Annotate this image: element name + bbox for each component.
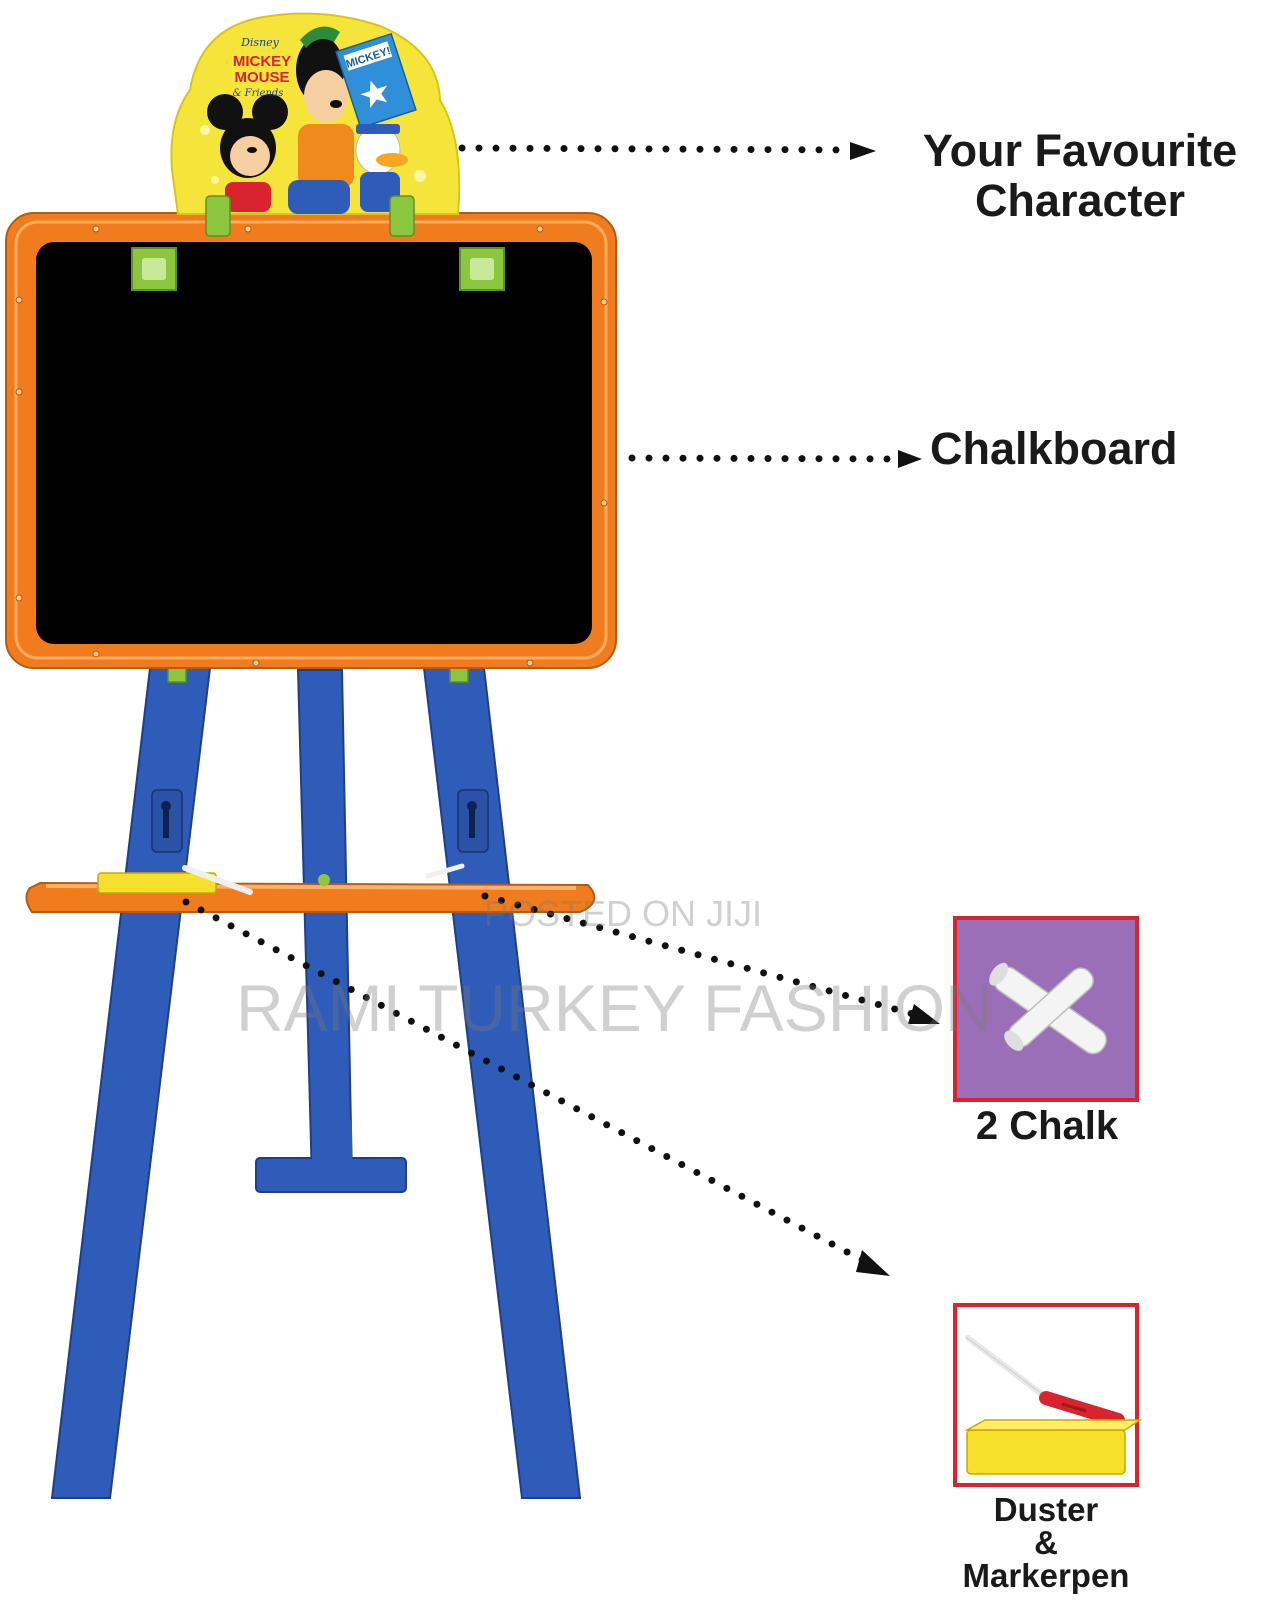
- easel-legs: [50, 655, 582, 1499]
- arrow-favourite-character: [458, 144, 856, 154]
- topper-title-line1: MICKEY: [233, 53, 291, 70]
- chalkboard-frame: [5, 212, 617, 669]
- arrow-chalkboard: [628, 454, 904, 463]
- topper-brand: Disney: [240, 36, 280, 49]
- label-duster-markerpen: Duster & Markerpen: [930, 1493, 1162, 1592]
- easel-tray: [25, 863, 596, 913]
- label-favourite-character: Your Favourite Character: [890, 125, 1270, 227]
- label-duster-line2: &: [1034, 1524, 1058, 1561]
- topper-title-line2: MOUSE: [234, 69, 289, 86]
- arrow-chalk: [481, 892, 924, 1020]
- duster-markerpen-thumbnail: [953, 1303, 1143, 1487]
- watermark-large: RAMI TURKEY FASHION: [236, 971, 993, 1045]
- label-favourite-line2: Character: [974, 175, 1186, 227]
- label-duster-line1: Duster: [993, 1491, 1099, 1528]
- watermark-small: POSTED ON JIJI: [484, 893, 763, 934]
- topper-title-line3: & Friends: [233, 88, 284, 99]
- label-favourite-line1: Your Favourite: [922, 125, 1238, 176]
- callout-arrows: [182, 142, 940, 1276]
- label-duster-line3: Markerpen: [962, 1557, 1130, 1594]
- label-chalk: 2 Chalk: [975, 1104, 1119, 1148]
- chalkboard-surface: [36, 242, 592, 644]
- chalk-thumbnail: [953, 916, 1139, 1102]
- label-chalkboard: Chalkboard: [930, 423, 1178, 474]
- character-topper: MICKEY! Disney MICKEY MOUSE & Friends: [170, 12, 461, 237]
